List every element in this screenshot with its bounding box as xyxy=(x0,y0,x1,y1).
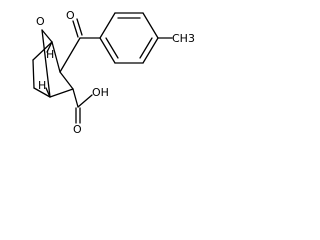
bond-c4-c3 xyxy=(49,88,74,98)
ring-bond-6 xyxy=(99,37,116,64)
stereo-h-bottom-label: H xyxy=(38,79,46,92)
chemical-structure: O O H H OH O CH3 xyxy=(32,9,195,136)
bridge-oxygen-label: O xyxy=(36,15,45,28)
bond-c1-h xyxy=(46,41,53,53)
bicyclic-core xyxy=(32,29,74,98)
hydroxyl-label: OH xyxy=(92,86,109,99)
aroyl-group xyxy=(59,18,101,73)
carbonyl-oxygen-label: O xyxy=(73,123,82,136)
ring-bond-4 xyxy=(142,37,159,64)
bond-c4-h xyxy=(45,87,51,98)
bond-c3-c2 xyxy=(59,71,74,90)
ring-bond-3 xyxy=(142,12,159,39)
bond-c6-c5 xyxy=(32,59,35,89)
bond-carboxyl-oh xyxy=(77,94,93,108)
stereo-hydrogens xyxy=(45,41,53,98)
benzene-ring xyxy=(99,12,173,64)
bond-c5-c4 xyxy=(33,87,51,98)
ketone-oxygen-label: O xyxy=(66,9,75,22)
bond-c1-c2 xyxy=(51,41,61,73)
ring-bond-1 xyxy=(99,12,116,39)
bond-c3-carboxyl xyxy=(72,88,79,108)
bond-c1-c6 xyxy=(32,41,53,61)
methyl-label: CH3 xyxy=(172,32,195,45)
ring-inner-bond-b xyxy=(139,37,153,59)
stereo-h-top-label: H xyxy=(46,48,54,61)
bond-o-c4 xyxy=(41,29,51,98)
ketone-double-bond-a xyxy=(72,20,79,38)
ring-inner-bond-c xyxy=(105,37,119,59)
carboxylic-acid-group xyxy=(72,88,93,124)
bond-c1-o xyxy=(41,29,53,43)
bond-c2-carbonyl xyxy=(59,37,81,73)
ketone-double-bond-b xyxy=(76,18,83,36)
